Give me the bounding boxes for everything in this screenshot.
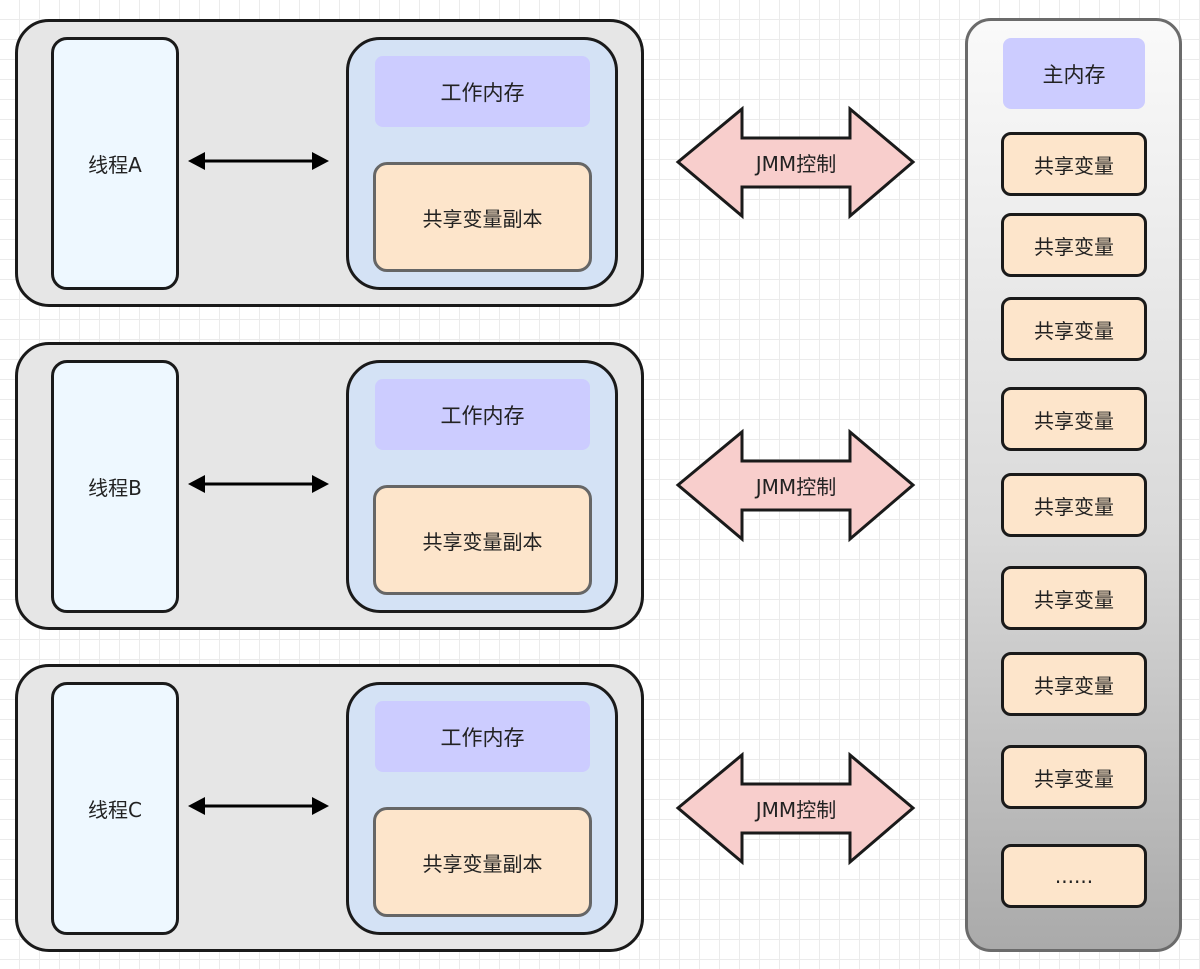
shared-variable-3: 共享变量	[1001, 297, 1147, 361]
jmm-arrow-c	[675, 751, 916, 866]
jmm-label-c: JMM控制	[755, 798, 837, 822]
connector-c	[188, 797, 329, 815]
shared-variable-copy-c: 共享变量副本	[373, 807, 592, 917]
main-memory-title: 主内存	[1003, 38, 1145, 109]
jmm-label-b: JMM控制	[755, 475, 837, 499]
working-memory-title-a: 工作内存	[375, 56, 590, 127]
jmm-label-a: JMM控制	[755, 152, 837, 176]
working-memory-title-b: 工作内存	[375, 379, 590, 450]
thread-box-c: 线程C	[51, 682, 179, 935]
working-memory-title-c: 工作内存	[375, 701, 590, 772]
thread-box-b: 线程B	[51, 360, 179, 613]
thread-label: 线程C	[88, 798, 142, 822]
jmm-arrow-b	[675, 428, 916, 543]
jmm-arrow-a	[675, 105, 916, 220]
connector-b	[188, 475, 329, 493]
shared-variable-6: 共享变量	[1001, 566, 1147, 630]
shared-variable-8: 共享变量	[1001, 745, 1147, 809]
thread-label: 线程A	[88, 153, 142, 177]
shared-variable-7: 共享变量	[1001, 652, 1147, 716]
shared-variable-5: 共享变量	[1001, 473, 1147, 537]
thread-box-a: 线程A	[51, 37, 179, 290]
connector-a	[188, 152, 329, 170]
shared-variable-1: 共享变量	[1001, 132, 1147, 196]
shared-variable-copy-a: 共享变量副本	[373, 162, 592, 272]
shared-variable-2: 共享变量	[1001, 213, 1147, 277]
shared-variable-ellipsis: ......	[1001, 844, 1147, 908]
shared-variable-copy-b: 共享变量副本	[373, 485, 592, 595]
shared-variable-4: 共享变量	[1001, 387, 1147, 451]
thread-label: 线程B	[88, 476, 142, 500]
